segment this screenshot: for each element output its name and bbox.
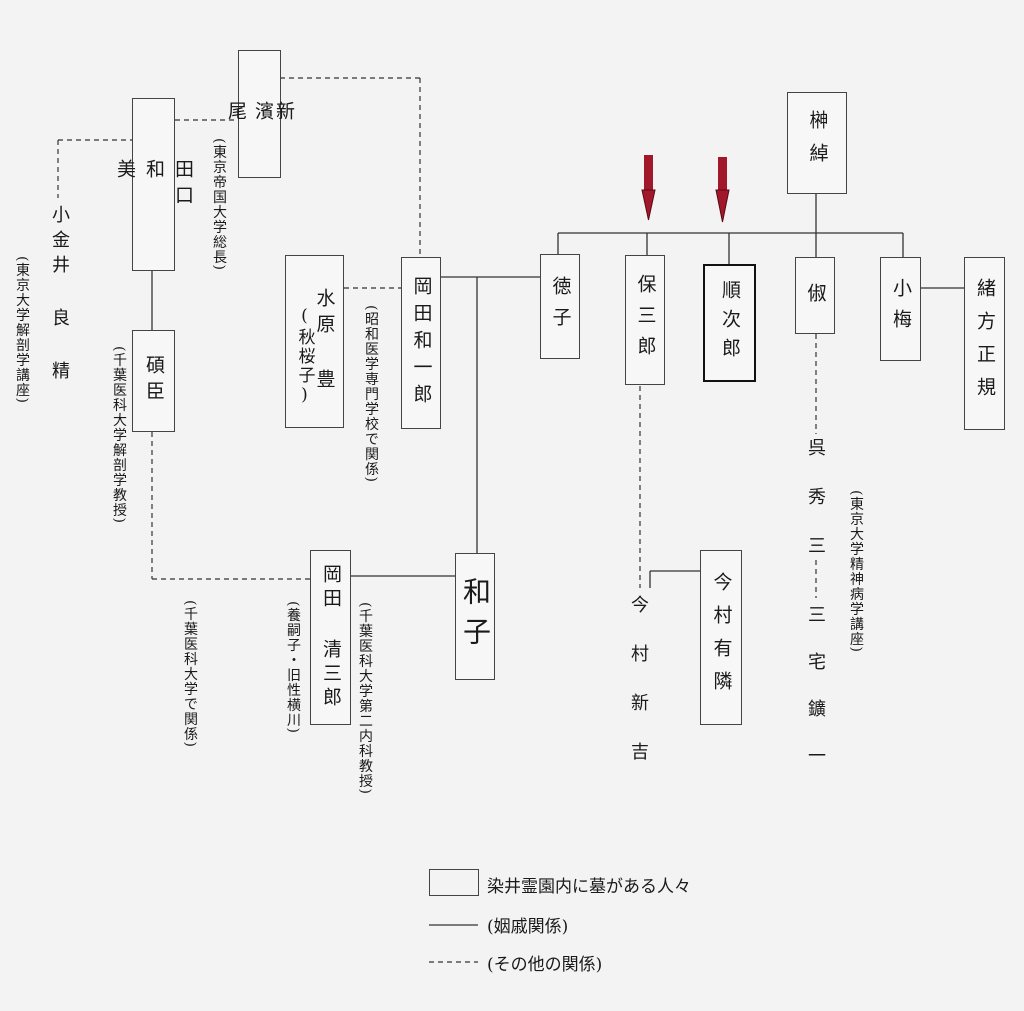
note-okada-seizaburo: (養嗣子・旧性横川) (285, 601, 301, 734)
arrow-down-icon (718, 157, 727, 195)
person-name-part: 田口 (172, 158, 194, 211)
person-alias: (秋桜子) (294, 306, 315, 407)
person-name: 小梅 (890, 278, 912, 340)
person-mizuhara-box: 水原 豊 (秋桜子) (285, 255, 344, 428)
person-kazuko-box: 和子 (455, 553, 495, 680)
person-name: 徳子 (549, 275, 572, 338)
person-hiroshi-box: 俶 (795, 257, 835, 334)
person-sekishin-box: 碩臣 (132, 330, 175, 432)
person-taguchi-box: 田口 和 美 (114, 98, 194, 271)
legend-box-sample (429, 869, 479, 896)
person-name: 新 (273, 101, 295, 127)
person-name: 田口 和 美 (114, 158, 194, 211)
person-miyake: 三 宅 鑛 一 (805, 605, 826, 768)
person-name: 緒方正規 (974, 277, 996, 410)
arrow-down-icon (715, 189, 730, 223)
person-koganei: 小金井 良 精 (49, 205, 70, 386)
person-name: 濱 尾 (225, 101, 274, 127)
person-name: 碩臣 (143, 355, 165, 407)
person-name-part: 濱 (252, 101, 274, 127)
person-name: 俶 (804, 282, 827, 309)
note-hamao: (東京帝国大学総長) (211, 138, 227, 271)
note-koganei: (東京大学解剖学講座) (14, 256, 30, 404)
note-okada-seizaburo-2: (千葉医科大学第二内科教授) (357, 602, 373, 795)
arrow-down-icon (644, 155, 653, 195)
person-tokuko-box: 徳子 (540, 254, 580, 359)
person-sakaki-box: 榊綽 (787, 92, 847, 194)
arrow-down-icon (641, 189, 656, 221)
legend-dashed-label: (その他の関係) (487, 955, 603, 975)
person-imamura-yurin-box: 今村有隣 (700, 550, 742, 725)
person-name-part: 和 (143, 158, 165, 185)
person-name: 順次郎 (719, 279, 741, 367)
person-name-part: 尾 (225, 101, 247, 127)
legend-box-label: 染井霊園内に墓がある人々 (487, 877, 691, 897)
person-name: 岡田 清三郎 (320, 564, 342, 711)
person-ogata-box: 緒方正規 (964, 257, 1005, 430)
person-name: 保三郎 (634, 273, 657, 367)
person-okada-seizaburo-box: 岡田 清三郎 (310, 550, 351, 725)
person-okada-waichiro-box: 岡田和一郎 (401, 257, 441, 429)
note-sekishin: (千葉医科大学解剖学教授) (111, 346, 127, 524)
note-chiba-relation: (千葉医科大学で関係) (182, 600, 198, 748)
person-name: 水原 豊 (313, 288, 336, 395)
person-imamura-shinkichi: 今 村 新 吉 (628, 595, 649, 765)
person-hamao-box: 新 濱 尾 (225, 50, 295, 178)
person-junjiro-box: 順次郎 (703, 264, 756, 382)
arrow-icons (641, 155, 730, 223)
person-name: 岡田和一郎 (410, 275, 433, 411)
legend-solid-label: (姻戚関係) (487, 917, 569, 937)
person-name-part: 美 (114, 158, 136, 185)
person-koume-box: 小梅 (880, 257, 921, 361)
person-name: 榊綽 (806, 110, 829, 176)
note-kure: (東京大学精神病学講座) (848, 490, 864, 653)
person-name: 和子 (459, 576, 492, 657)
note-okada-waichiro: (昭和医学専門学校で関係) (363, 305, 379, 483)
person-kure: 呉 秀 三 (805, 438, 826, 559)
person-yasusaburo-box: 保三郎 (625, 255, 665, 385)
person-name: 今村有隣 (710, 571, 733, 704)
